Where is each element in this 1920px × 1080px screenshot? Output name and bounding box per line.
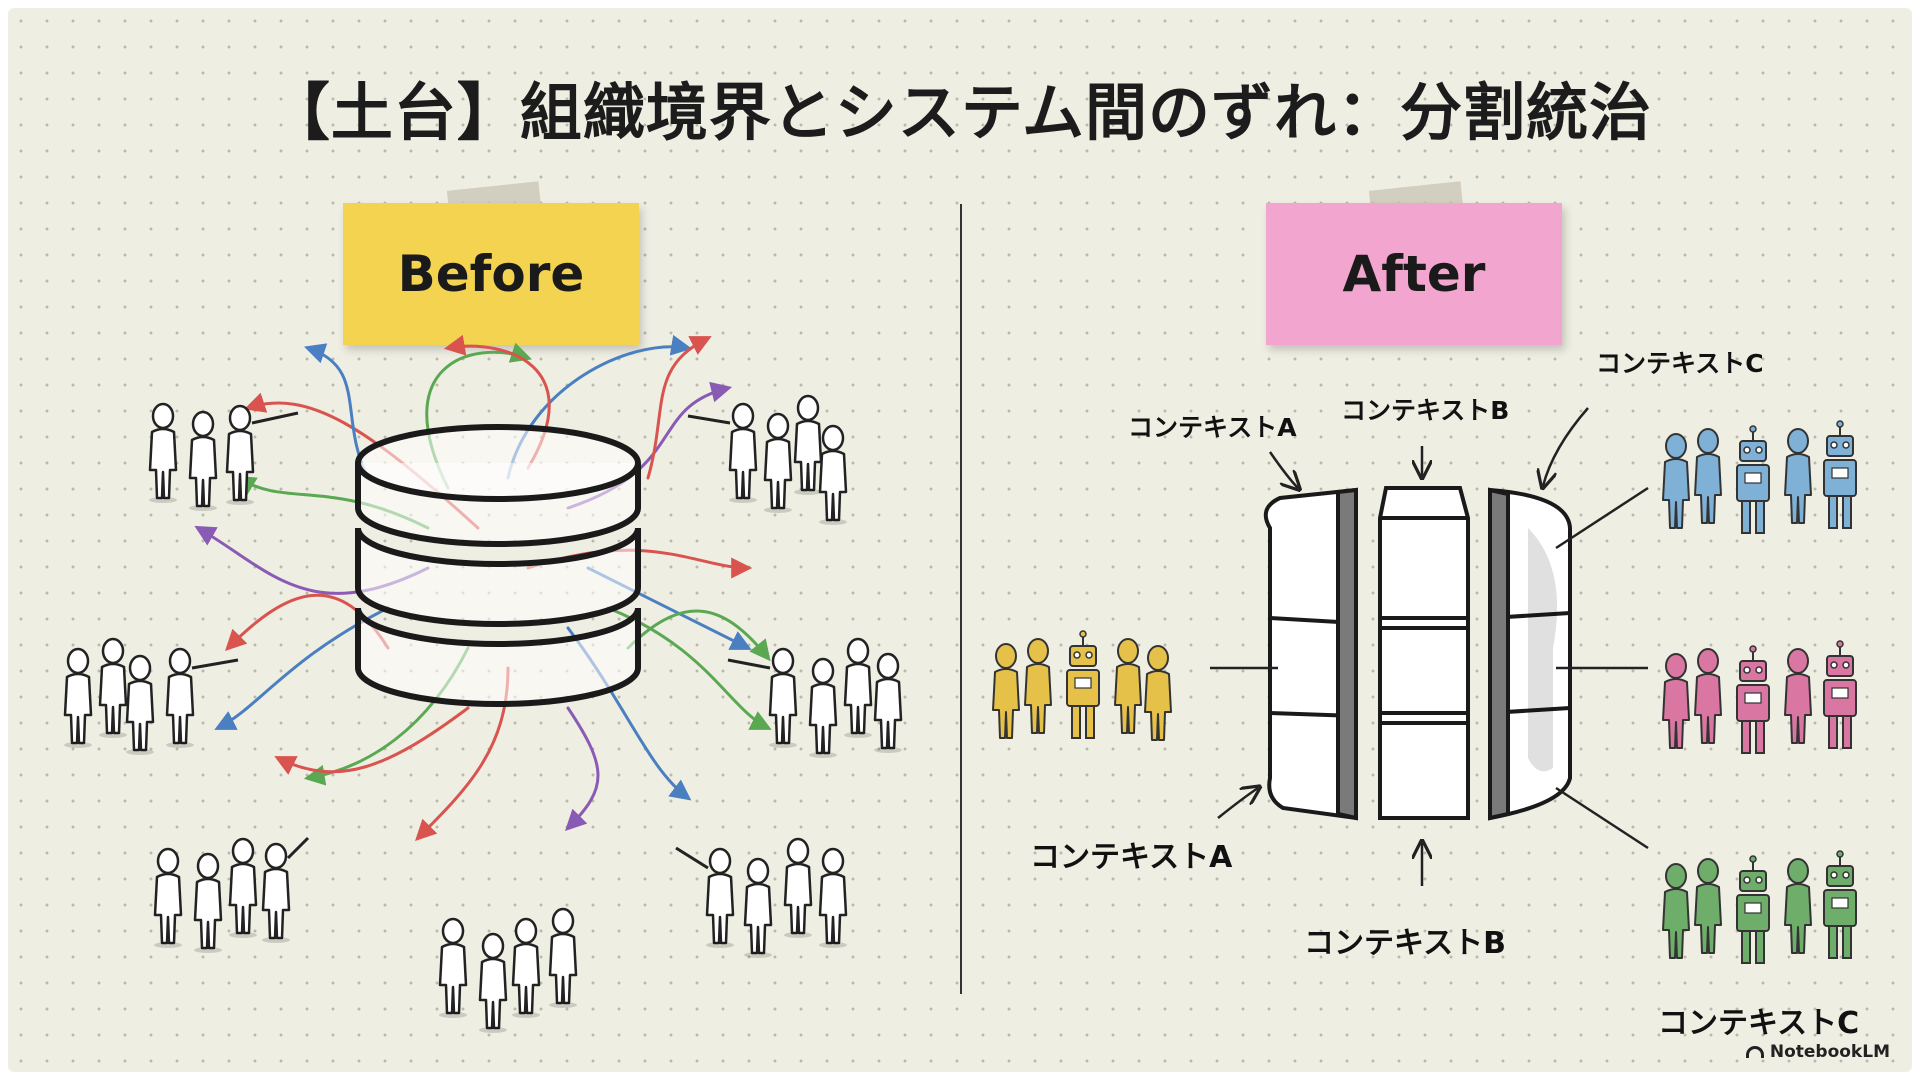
- label-context-a-top: コンテキストA: [1128, 408, 1297, 444]
- label-context-c-top: コンテキストC: [1596, 344, 1764, 380]
- people-group-left: [64, 639, 238, 755]
- people-group-bottom-left: [154, 838, 308, 953]
- people-group-top-right: [688, 396, 847, 525]
- team-pink: [1663, 641, 1856, 753]
- brand-watermark: NotebookLM: [1746, 1042, 1890, 1062]
- label-context-b-bottom: コンテキストB: [1304, 918, 1506, 962]
- people-group-top-left: [149, 404, 298, 511]
- label-context-c-bottom: コンテキストC: [1658, 998, 1859, 1042]
- illustration: [8, 8, 1912, 1072]
- slide: 【土台】組織境界とシステム間のずれ：分割統治 Before After: [8, 8, 1912, 1072]
- split-database: [1266, 488, 1570, 818]
- brand-label: NotebookLM: [1770, 1042, 1890, 1062]
- label-context-b-top: コンテキストB: [1341, 391, 1509, 427]
- people-group-right: [728, 639, 902, 758]
- people-group-bottom: [439, 909, 577, 1033]
- team-yellow: [993, 631, 1171, 740]
- label-context-a-bottom: コンテキストA: [1030, 832, 1232, 876]
- notebooklm-icon: [1746, 1046, 1764, 1058]
- database-slice-b: [1380, 488, 1468, 818]
- monolith-database: [358, 427, 638, 704]
- team-green: [1663, 851, 1856, 963]
- database-slice-a: [1266, 490, 1356, 818]
- people-group-bottom-right: [676, 839, 847, 958]
- team-blue: [1663, 421, 1856, 533]
- database-slice-c: [1490, 490, 1570, 818]
